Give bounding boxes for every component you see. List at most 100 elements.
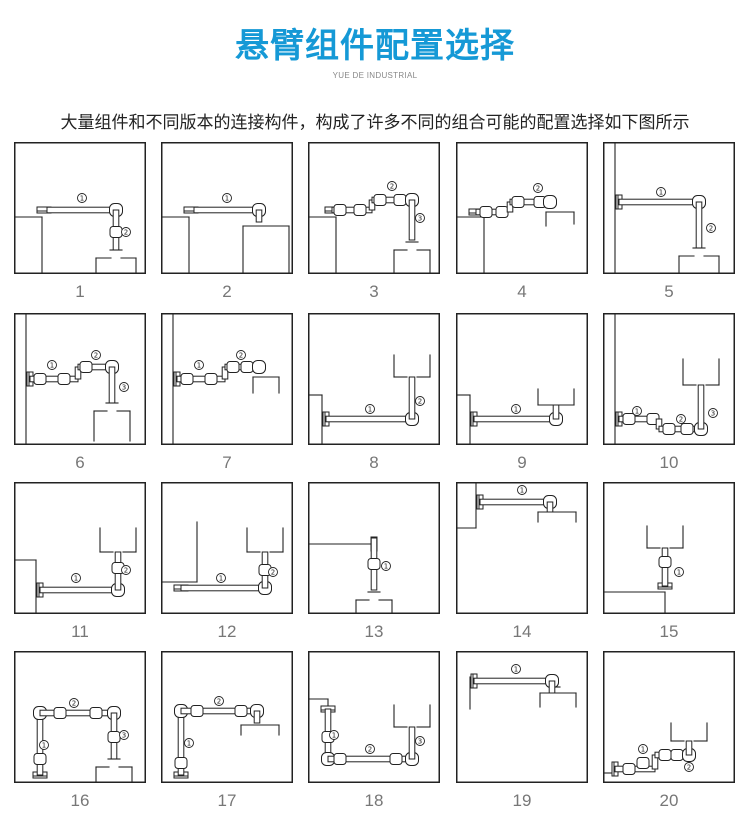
pipe-layout-drawing: 1 <box>456 482 588 614</box>
callout-marker <box>638 744 648 754</box>
callout-number: 2 <box>368 746 372 754</box>
diagram-number: 3 <box>369 282 379 301</box>
configuration-diagram-16: 2 1 3 16 <box>14 651 146 817</box>
callout-marker <box>365 744 375 754</box>
callout-marker <box>632 406 642 416</box>
diagram-number: 16 <box>70 791 90 810</box>
callout-number: 2 <box>418 398 422 406</box>
callout-marker <box>119 730 129 740</box>
callout-number: 2 <box>687 764 691 772</box>
callout-number: 3 <box>122 384 126 392</box>
diagram-number: 1 <box>75 282 85 301</box>
callout-number: 1 <box>384 563 388 571</box>
callout-number: 1 <box>42 742 46 750</box>
configuration-diagram-19: 1 19 <box>456 651 588 817</box>
pipe-layout-drawing: 1 <box>308 482 440 614</box>
callout-marker <box>415 396 425 406</box>
pipe-layout-drawing: 213 <box>308 651 440 783</box>
callout-marker <box>533 183 543 193</box>
callout-marker <box>329 730 339 740</box>
configuration-diagram-15: 1 15 <box>603 482 735 648</box>
callout-number: 2 <box>390 183 394 191</box>
callout-number: 1 <box>641 746 645 754</box>
callout-number: 3 <box>418 738 422 746</box>
callout-marker <box>216 573 226 583</box>
pipe-layout-drawing: 12 <box>603 142 735 274</box>
callout-marker <box>77 193 87 203</box>
pipe-layout-drawing: 2 1 3 <box>14 651 146 783</box>
pipe-layout-drawing: 12 <box>14 482 146 614</box>
callout-marker <box>91 350 101 360</box>
diagram-number: 4 <box>517 282 527 301</box>
callout-number: 1 <box>225 195 229 203</box>
callout-number: 1 <box>187 740 191 748</box>
page-description: 大量组件和不同版本的连接构件，构成了许多不同的组合可能的配置选择如下图所示 <box>60 113 690 133</box>
callout-number: 1 <box>520 487 524 495</box>
callout-number: 3 <box>122 732 126 740</box>
callout-marker <box>415 736 425 746</box>
pipe-layout-drawing: 12 <box>308 313 440 445</box>
pipe-layout-drawing: 21 <box>161 651 293 783</box>
callout-number: 2 <box>271 569 275 577</box>
callout-number: 1 <box>514 406 518 414</box>
callout-number: 1 <box>677 569 681 577</box>
callout-marker <box>676 414 686 424</box>
callout-number: 2 <box>72 700 76 708</box>
callout-marker <box>517 485 527 495</box>
callout-marker <box>684 762 694 772</box>
callout-number: 2 <box>217 698 221 706</box>
callout-marker <box>511 664 521 674</box>
callout-marker <box>415 213 425 223</box>
callout-number: 1 <box>74 575 78 583</box>
callout-marker <box>121 227 131 237</box>
callout-marker <box>71 573 81 583</box>
callout-marker <box>706 223 716 233</box>
pipe-layout-drawing: 123 <box>14 313 146 445</box>
pipe-layout-drawing: 23 <box>308 142 440 274</box>
callout-number: 1 <box>659 189 663 197</box>
callout-number: 2 <box>679 416 683 424</box>
configuration-diagram-14: 1 14 <box>456 482 588 648</box>
page-title: 悬臂组件配置选择 <box>235 26 515 66</box>
callout-marker <box>674 567 684 577</box>
diagram-number: 15 <box>659 622 679 641</box>
callout-marker <box>184 738 194 748</box>
diagram-number: 13 <box>364 622 384 641</box>
callout-marker <box>214 696 224 706</box>
callout-marker <box>708 408 718 418</box>
callout-number: 1 <box>514 666 518 674</box>
pipe-layout-drawing: 1 <box>456 651 588 783</box>
callout-marker <box>381 561 391 571</box>
callout-marker <box>236 350 246 360</box>
callout-number: 1 <box>197 362 201 370</box>
diagram-number: 11 <box>71 622 89 641</box>
diagram-number: 19 <box>512 791 532 810</box>
callout-marker <box>121 565 131 575</box>
pipe-layout-drawing: 12 <box>14 142 146 274</box>
callout-marker <box>365 404 375 414</box>
diagram-number: 17 <box>217 791 237 810</box>
callout-marker <box>194 360 204 370</box>
pipe-layout-drawing: 1 <box>603 482 735 614</box>
callout-marker <box>268 567 278 577</box>
callout-number: 3 <box>711 410 715 418</box>
diagram-number: 14 <box>512 622 532 641</box>
diagram-number: 8 <box>369 453 379 472</box>
callout-number: 2 <box>239 352 243 360</box>
diagram-number: 6 <box>75 453 85 472</box>
callout-number: 3 <box>418 215 422 223</box>
pipe-layout-drawing: 12 <box>603 651 735 783</box>
callout-marker <box>511 404 521 414</box>
